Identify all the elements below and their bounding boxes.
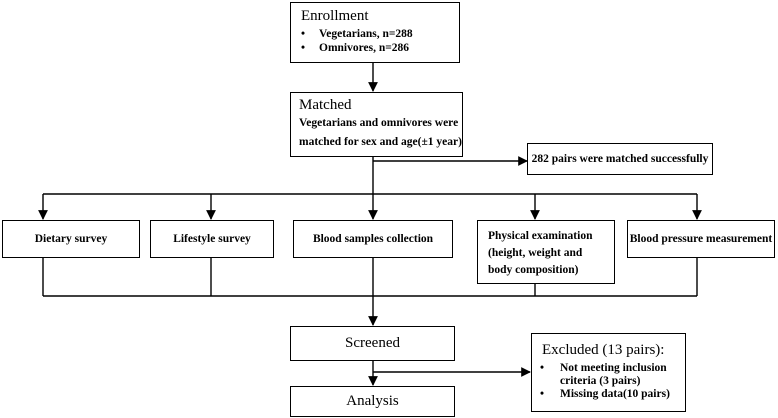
blood-pressure-label: Blood pressure measurement <box>629 233 773 245</box>
bullet-icon: • <box>540 388 545 400</box>
enrollment-box: Enrollment Vegetarians, n=288 Omnivores,… <box>290 2 460 63</box>
lifestyle-survey-label: Lifestyle survey <box>173 233 251 245</box>
pairs-matched-box: 282 pairs were matched successfully <box>527 143 713 175</box>
matched-desc-line2: matched for sex and age(±1 year) <box>299 136 462 148</box>
screened-box: Screened <box>290 326 455 361</box>
physical-exam-line3: body composition) <box>488 264 579 276</box>
dietary-survey-label: Dietary survey <box>34 233 108 245</box>
physical-exam-line2: (height, weight and <box>488 247 583 259</box>
analysis-box: Analysis <box>290 386 455 417</box>
analysis-label: Analysis <box>346 393 399 409</box>
matched-desc-line1: Vegetarians and omnivores were <box>299 117 459 129</box>
enrollment-list: Vegetarians, n=288 Omnivores, n=286 <box>297 28 413 54</box>
blood-samples-label: Blood samples collection <box>312 233 434 245</box>
pairs-matched-text: 282 pairs were matched successfully <box>531 153 709 165</box>
physical-exam-box: Physical examination (height, weight and… <box>477 220 615 284</box>
blood-samples-box: Blood samples collection <box>293 220 453 258</box>
excluded-item1-line2: criteria (3 pairs) <box>560 375 641 387</box>
excluded-list: • Not meeting inclusion criteria (3 pair… <box>536 362 670 400</box>
excluded-box: Excluded (13 pairs): • Not meeting inclu… <box>531 333 686 412</box>
bullet-icon: • <box>540 362 545 374</box>
excluded-title: Excluded (13 pairs): <box>542 342 665 358</box>
excluded-item2: Missing data(10 pairs) <box>560 388 670 400</box>
lifestyle-survey-box: Lifestyle survey <box>150 220 274 258</box>
blood-pressure-box: Blood pressure measurement <box>627 220 775 258</box>
screened-label: Screened <box>345 335 400 351</box>
enrollment-item: Vegetarians, n=288 <box>297 28 413 40</box>
excluded-item1-line1: Not meeting inclusion <box>560 362 667 374</box>
physical-exam-line1: Physical examination <box>488 230 593 242</box>
matched-title: Matched <box>299 97 352 113</box>
enrollment-item: Omnivores, n=286 <box>297 42 413 54</box>
dietary-survey-box: Dietary survey <box>2 220 140 258</box>
enrollment-title: Enrollment <box>301 8 369 24</box>
matched-box: Matched Vegetarians and omnivores were m… <box>290 92 463 157</box>
